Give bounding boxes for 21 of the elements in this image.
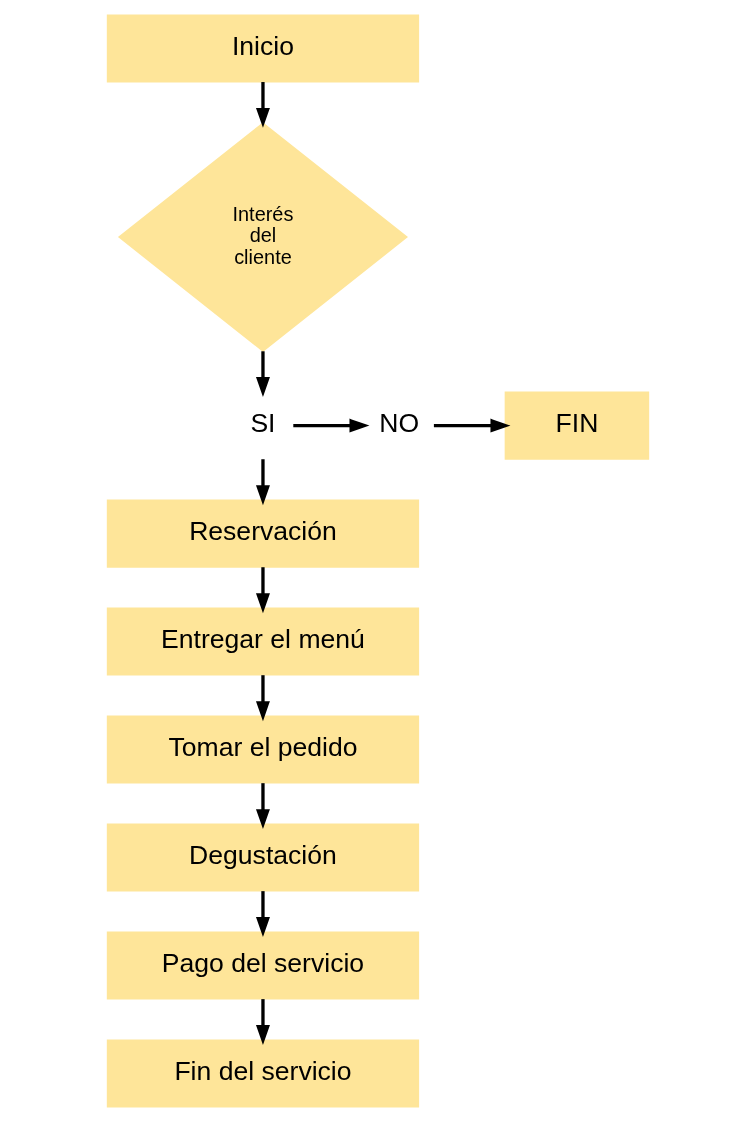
node-box: Pago del servicio	[106, 931, 420, 1000]
arrow	[255, 999, 270, 1046]
arrow	[293, 418, 370, 433]
node-box: Degustación	[106, 823, 420, 892]
node-text: NO	[379, 407, 420, 438]
arrow	[255, 82, 270, 128]
node-text: SI	[250, 407, 276, 438]
node-diamond: Interés del cliente	[117, 122, 408, 352]
arrow	[255, 459, 270, 506]
node-box: Fin del servicio	[106, 1039, 420, 1108]
arrow	[255, 783, 270, 830]
arrow	[255, 351, 270, 398]
node-box: Tomar el pedido	[106, 715, 420, 784]
node-box: Reservación	[106, 499, 420, 568]
arrow	[255, 891, 270, 938]
node-box: Inicio	[106, 14, 420, 83]
node-box: Entregar el menú	[106, 607, 420, 676]
arrow	[433, 418, 511, 433]
arrow	[255, 567, 270, 614]
node-box: FIN	[504, 391, 650, 460]
arrow	[255, 675, 270, 722]
